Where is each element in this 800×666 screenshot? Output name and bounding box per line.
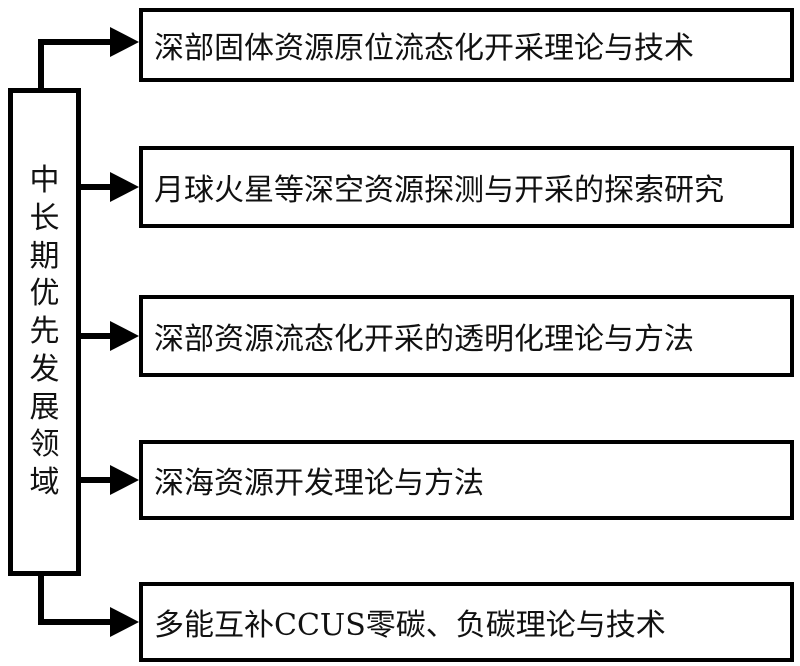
branch-node-4: 深海资源开发理论与方法 <box>139 440 794 520</box>
arrowhead-icon-1 <box>110 27 139 57</box>
branch-node-4-label: 深海资源开发理论与方法 <box>154 466 484 501</box>
arrowhead-icon-4 <box>110 465 139 495</box>
branch-node-1: 深部固体资源原位流态化开采理论与技术 <box>139 8 794 82</box>
connector-line-top-vertical <box>38 42 44 92</box>
branch-node-3: 深部资源流态化开采的透明化理论与方法 <box>139 295 794 377</box>
root-node: 中长期优先发展领域 <box>8 88 81 576</box>
connector-line-3 <box>78 333 112 339</box>
branch-node-2-label: 月球火星等深空资源探测与开采的探索研究 <box>154 173 724 208</box>
arrowhead-icon-5 <box>110 607 139 637</box>
arrowhead-icon-3 <box>110 321 139 351</box>
connector-line-2 <box>78 184 112 190</box>
connector-line-1 <box>38 39 112 45</box>
connector-line-5 <box>38 619 112 625</box>
branch-node-5-label: 多能互补CCUS零碳、负碳理论与技术 <box>154 608 666 643</box>
branch-node-1-label: 深部固体资源原位流态化开采理论与技术 <box>154 31 694 66</box>
connector-line-bottom-vertical <box>38 572 44 625</box>
branch-node-3-label: 深部资源流态化开采的透明化理论与方法 <box>154 322 694 357</box>
branch-node-5: 多能互补CCUS零碳、负碳理论与技术 <box>139 582 794 662</box>
connector-line-4 <box>78 477 112 483</box>
branch-node-2: 月球火星等深空资源探测与开采的探索研究 <box>139 146 794 228</box>
root-node-label: 中长期优先发展领域 <box>29 162 60 501</box>
arrowhead-icon-2 <box>110 172 139 202</box>
